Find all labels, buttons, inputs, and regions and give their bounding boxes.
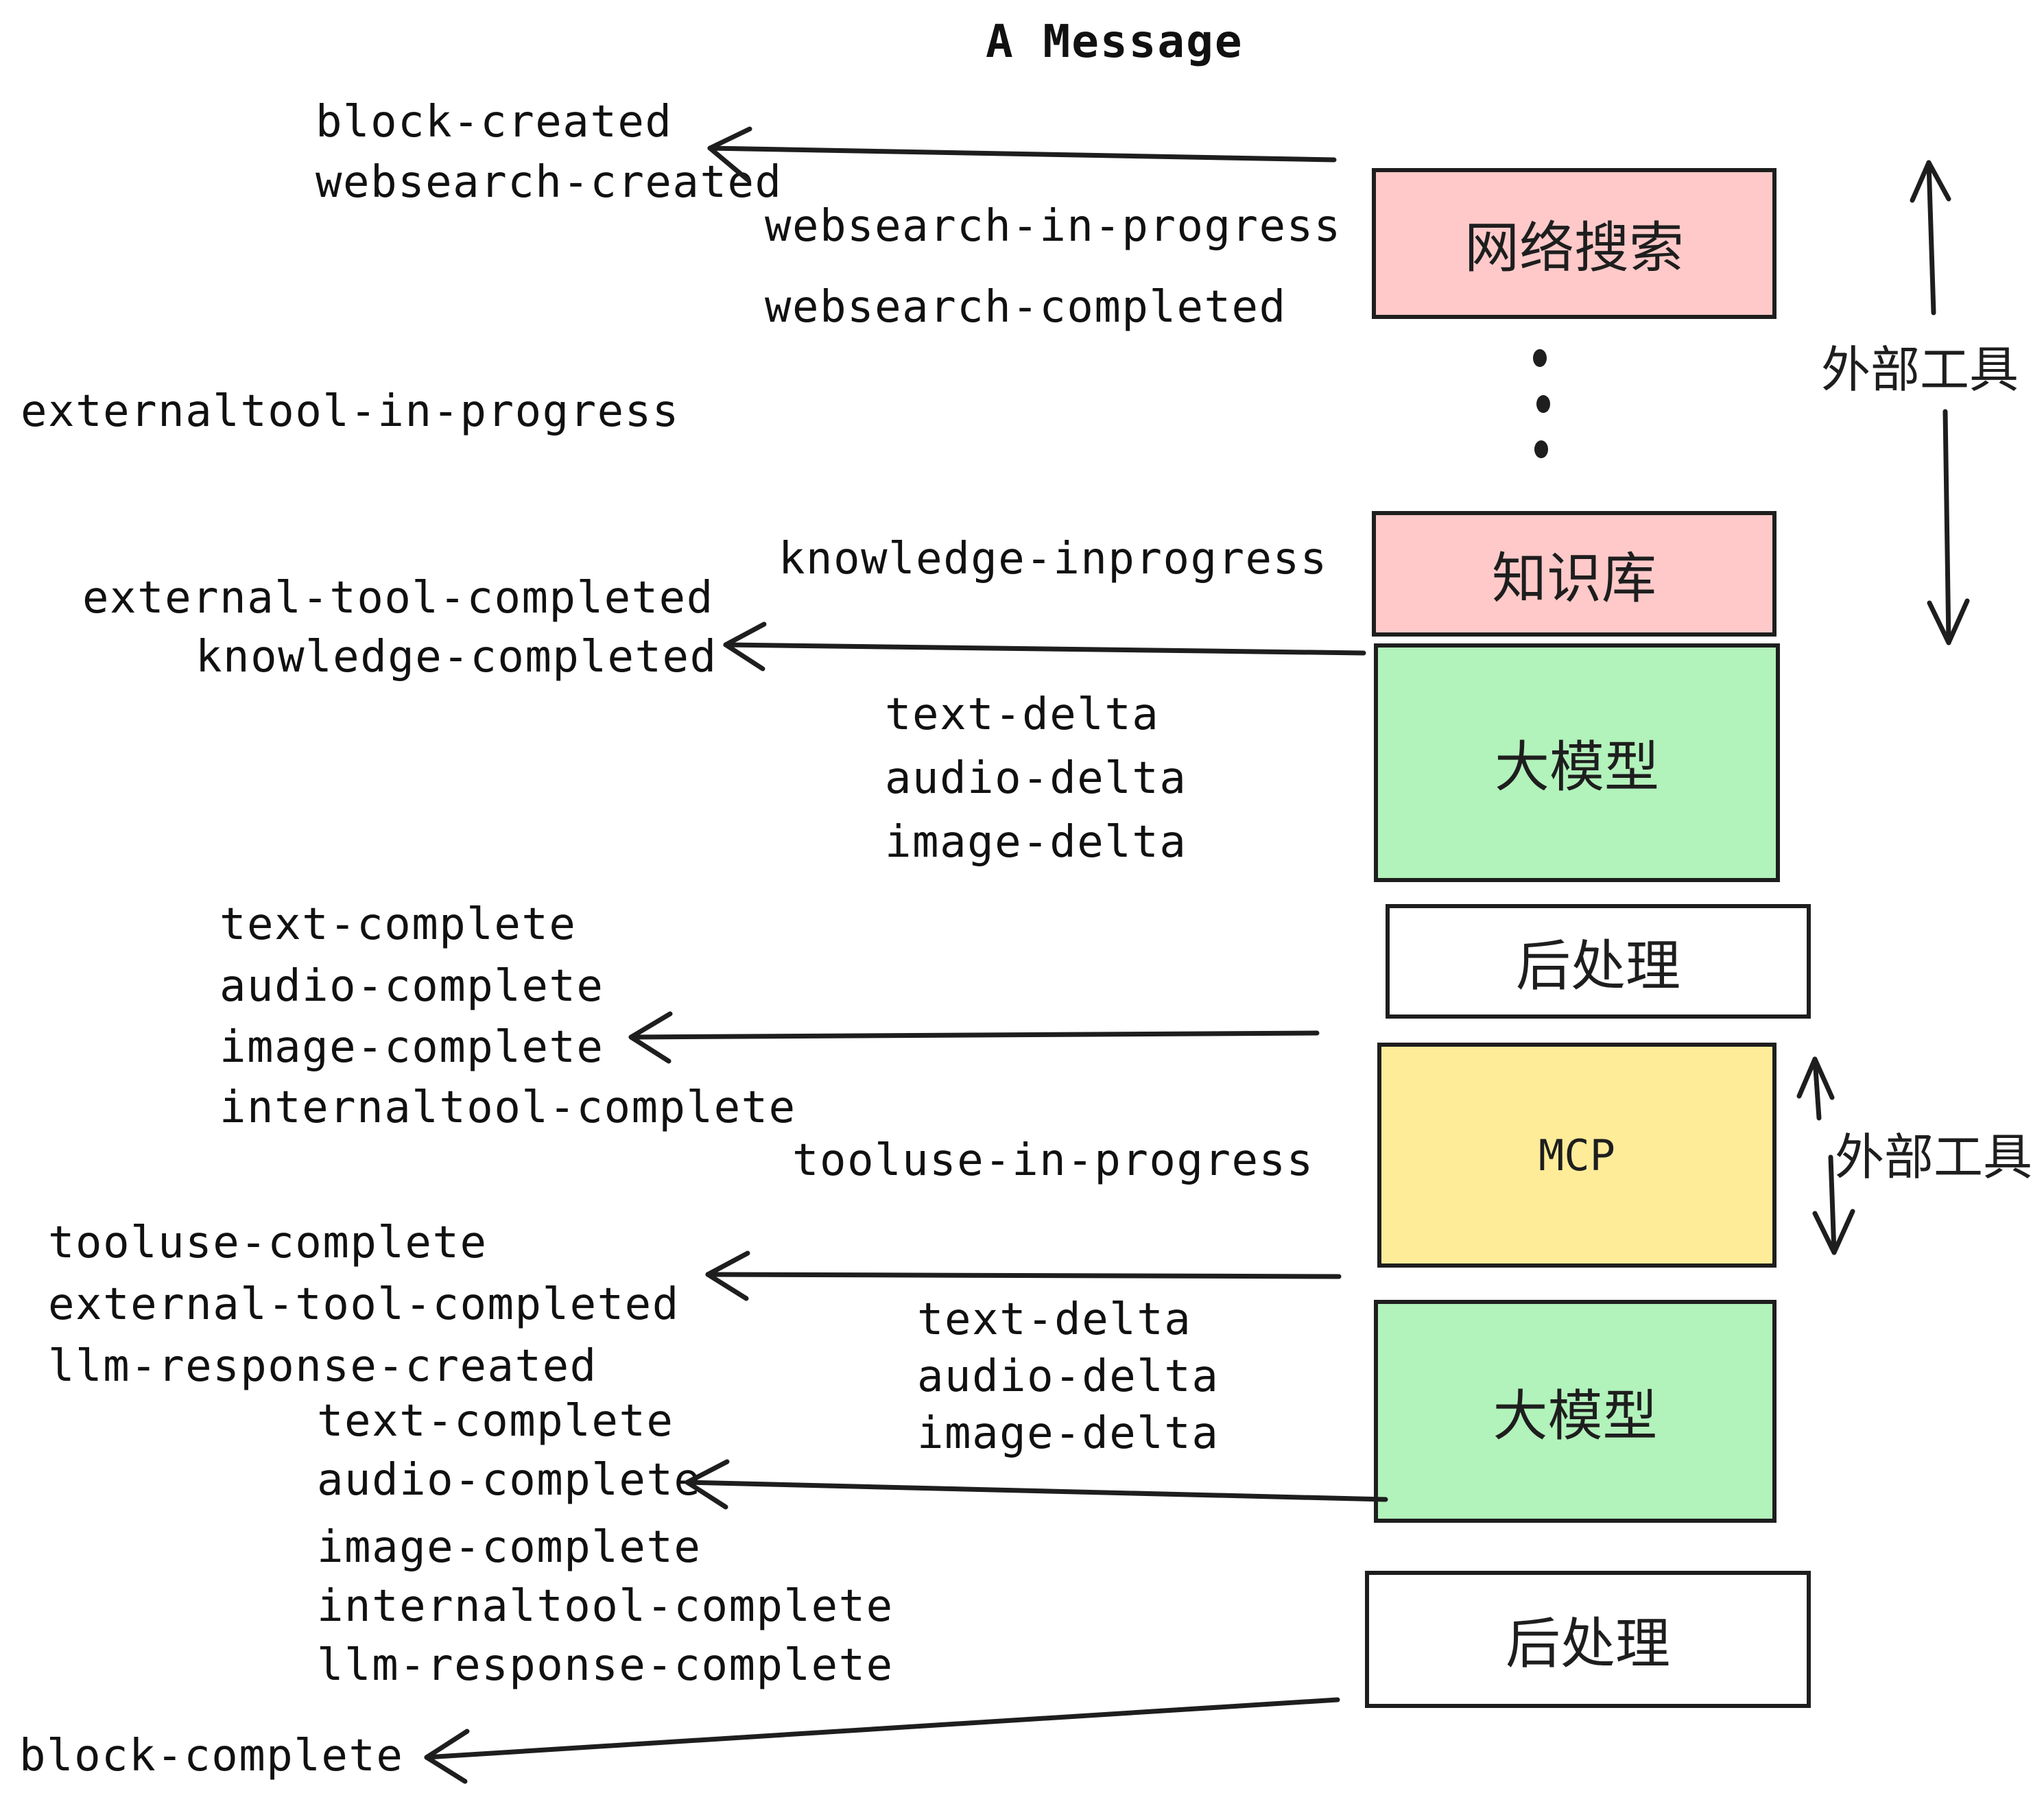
event-llm-response-created: llm-response-created [48, 1341, 597, 1392]
event-tooluse-complete: tooluse-complete [48, 1218, 488, 1268]
event-llm-response-complete: llm-response-complete [317, 1640, 894, 1691]
event-text-complete-2: text-complete [317, 1396, 674, 1447]
event-block-created: block-created [316, 97, 673, 147]
side-label-external-tools-2: 外部工具 [1835, 1128, 2033, 1186]
box-websearch: 网络搜索 [1372, 168, 1776, 319]
event-text-delta-1: text-delta [885, 689, 1160, 740]
arrow-to-block-created [707, 126, 1337, 182]
event-internaltool-complete-1: internaltool-complete [219, 1082, 796, 1133]
event-audio-complete-1: audio-complete [219, 961, 604, 1012]
event-external-tool-completed-2: external-tool-completed [48, 1279, 680, 1330]
event-tooluse-in-progress: tooluse-in-progress [792, 1135, 1314, 1186]
event-audio-complete-2: audio-complete [317, 1455, 702, 1506]
external-tools-arrow-up-2 [1796, 1056, 1835, 1121]
box-postprocess-1: 后处理 [1386, 904, 1811, 1019]
event-audio-delta-1: audio-delta [885, 753, 1187, 804]
event-knowledge-completed: knowledge-completed [195, 632, 717, 683]
event-external-tool-completed-1: external-tool-completed [82, 573, 714, 624]
side-label-external-tools-1: 外部工具 [1821, 341, 2019, 399]
event-internaltool-complete-2: internaltool-complete [317, 1581, 894, 1632]
external-tools-arrow-down-1 [1927, 409, 1970, 645]
arrow-to-block-complete [424, 1697, 1340, 1784]
event-text-complete-1: text-complete [219, 899, 577, 950]
event-image-complete-2: image-complete [317, 1522, 702, 1573]
event-text-delta-2: text-delta [917, 1294, 1192, 1345]
event-audio-delta-2: audio-delta [917, 1351, 1220, 1402]
event-websearch-completed: websearch-completed [765, 282, 1287, 333]
event-image-delta-1: image-delta [885, 817, 1187, 868]
event-externaltool-in-progress: externaltool-in-progress [21, 386, 680, 437]
arrow-to-image-complete [628, 1011, 1320, 1064]
page-title: A Message [986, 15, 1244, 68]
event-image-complete-1: image-complete [219, 1022, 604, 1073]
event-block-complete: block-complete [19, 1731, 404, 1781]
box-llm-1: 大模型 [1374, 643, 1780, 882]
box-knowledge: 知识库 [1372, 511, 1776, 637]
event-websearch-created: websearch-created [316, 157, 783, 208]
vertical-ellipsis-icon [1533, 349, 1550, 458]
arrow-to-audio-complete [685, 1459, 1388, 1510]
event-websearch-in-progress: websearch-in-progress [765, 201, 1342, 252]
external-tools-arrow-up-1 [1910, 160, 1951, 316]
box-postprocess-2: 后处理 [1365, 1571, 1811, 1708]
box-mcp: MCP [1377, 1043, 1776, 1268]
event-knowledge-inprogress: knowledge-inprogress [779, 534, 1328, 584]
arrow-to-knowledge-completed [723, 621, 1366, 672]
event-image-delta-2: image-delta [917, 1408, 1220, 1459]
box-llm-2: 大模型 [1374, 1300, 1776, 1523]
